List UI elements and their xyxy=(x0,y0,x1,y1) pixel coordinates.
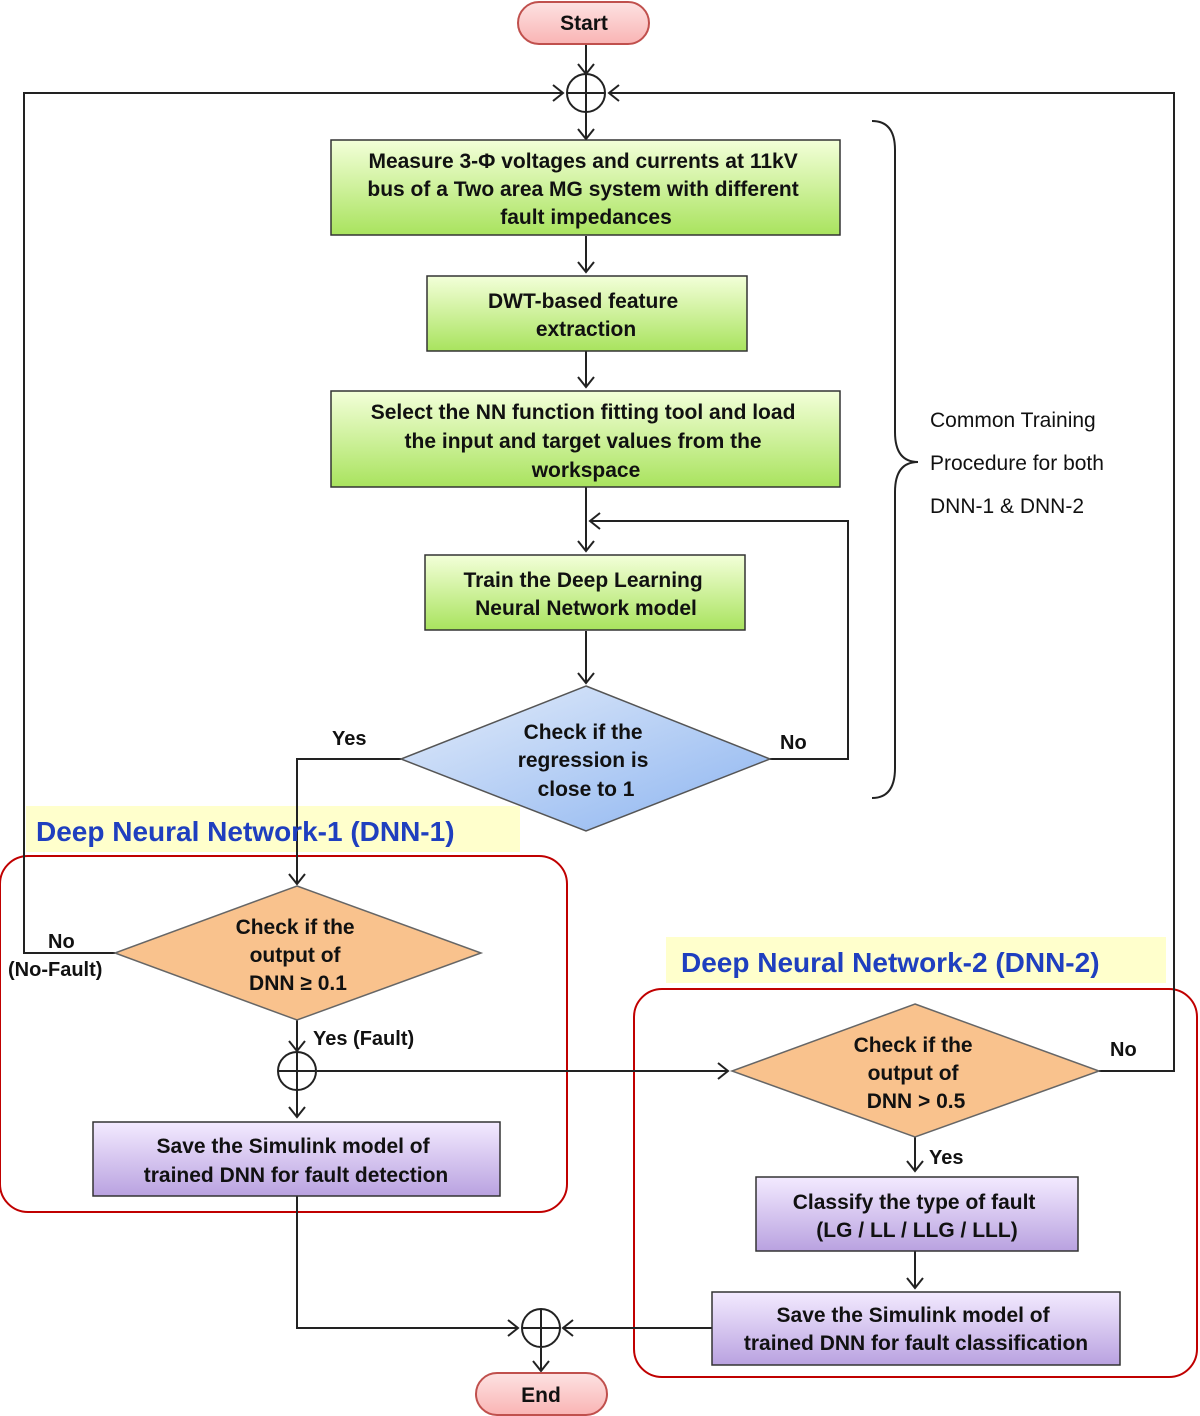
dnn1-region xyxy=(0,855,568,1213)
dnn1-decision xyxy=(112,885,484,1021)
dnn2-title-background xyxy=(666,937,1166,983)
end-terminal xyxy=(475,1372,608,1416)
regression-no-label: No xyxy=(780,732,807,754)
start-label: Start xyxy=(560,12,608,35)
train-box xyxy=(424,554,746,631)
dnn1-yes-fault-label: Yes (Fault) xyxy=(313,1028,414,1050)
dwt-text: DWT-based feature extraction xyxy=(488,290,684,341)
dnn2-section-title: Deep Neural Network-2 (DNN-2) xyxy=(681,947,1100,978)
regression-decision-text: Check if the regression is close to 1 xyxy=(518,721,655,801)
junction-top xyxy=(566,73,606,113)
connector-lines xyxy=(23,44,1175,1370)
arrowheads xyxy=(288,63,924,1373)
dnn1-no-label: No xyxy=(48,931,75,953)
start-terminal xyxy=(517,1,650,45)
dnn1-title-background xyxy=(26,806,520,852)
dnn1-decision-text: Check if the output of DNN ≥ 0.1 xyxy=(236,916,361,995)
dnn2-decision-text: Check if the output of DNN > 0.5 xyxy=(854,1034,979,1113)
select-nn-box xyxy=(330,390,841,488)
dnn2-no-label: No xyxy=(1110,1039,1137,1061)
regression-decision xyxy=(398,685,773,832)
train-text: Train the Deep Learning Neural Network m… xyxy=(463,569,708,620)
common-training-note: Common Training Procedure for both DNN-1… xyxy=(930,409,1110,518)
dwt-box xyxy=(426,275,748,352)
save-detection-text: Save the Simulink model of trained DNN f… xyxy=(144,1135,449,1187)
dnn1-no-fault-label: (No-Fault) xyxy=(8,959,102,981)
training-brace xyxy=(871,120,919,799)
dnn1-section-title: Deep Neural Network-1 (DNN-1) xyxy=(36,816,455,847)
junction-dnn1 xyxy=(277,1051,317,1091)
measure-box xyxy=(330,139,841,236)
save-classification-text: Save the Simulink model of trained DNN f… xyxy=(744,1304,1088,1355)
dnn2-decision xyxy=(729,1003,1102,1138)
dnn2-yes-label: Yes xyxy=(929,1147,963,1169)
measure-text: Measure 3-Φ voltages and currents at 11k… xyxy=(367,150,804,229)
classify-box xyxy=(755,1176,1079,1252)
classify-text: Classify the type of fault (LG / LL / LL… xyxy=(793,1191,1042,1242)
junction-end xyxy=(521,1308,561,1348)
end-label: End xyxy=(521,1384,561,1407)
save-detection-box xyxy=(92,1121,501,1197)
select-nn-text: Select the NN function fitting tool and … xyxy=(371,401,802,482)
dnn2-region xyxy=(633,988,1198,1378)
regression-yes-label: Yes xyxy=(332,728,366,750)
save-classification-box xyxy=(711,1291,1121,1366)
